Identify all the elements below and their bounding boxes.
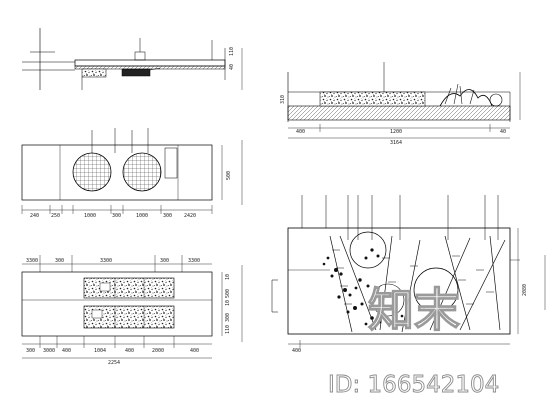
watermark-logo: 知末 [368,283,460,337]
elevation-view-bamboo-garden: 2080 400 [271,195,546,354]
watermark: 知末 ID: 166542104 [328,282,500,398]
dim-label: 300 [55,258,64,264]
dim-label: 40 [500,129,506,135]
dim-label: 3000 [43,348,55,354]
dim-label: 2080 [522,284,528,296]
dim-label: 300 [225,313,231,322]
dim-label: 300 [26,348,35,354]
dim-label: 240 [30,213,39,219]
dim-label: 3300 [188,258,200,264]
dim-label: 2000 [152,348,164,354]
dim-label: 300 [160,258,169,264]
dim-label: 10 [225,300,231,306]
watermark-id: ID: 166542104 [328,372,499,398]
dim-label: 3164 [390,140,402,146]
dim-label: 400 [62,348,71,354]
dim-label: 2254 [108,360,120,366]
dim-label: 400 [125,348,134,354]
dim-label: 1200 [390,129,402,135]
dim-label: 3300 [100,258,112,264]
dim-label: 400 [292,348,301,354]
dim-label: 300 [112,213,121,219]
dim-label: 400 [296,129,305,135]
dim-label: 110 [229,47,235,56]
elevation-view-gravel-panels: 3300 300 3300 300 3300 300 3000 400 1004… [21,255,243,366]
section-view-top-left: 110 40 [22,28,243,90]
dim-label: 310 [280,95,286,104]
dim-label: 1000 [136,213,148,219]
dim-label: 1004 [94,348,106,354]
dim-label: 40 [229,64,235,70]
dim-label: 3300 [26,258,38,264]
dim-label: 110 [225,325,231,334]
dim-label: 500 [225,289,231,298]
elevation-view-circular-windows: 240 250 1000 300 1000 300 2420 500 [21,128,243,219]
dim-label: 1000 [84,213,96,219]
dim-label: 500 [226,171,232,180]
dim-label: 400 [190,348,199,354]
dim-label: 10 [225,274,231,280]
section-view-top-right: 310 400 1200 40 3164 [280,62,521,146]
dim-label: 250 [51,213,60,219]
dim-label: 300 [163,213,172,219]
dim-label: 2420 [184,213,196,219]
